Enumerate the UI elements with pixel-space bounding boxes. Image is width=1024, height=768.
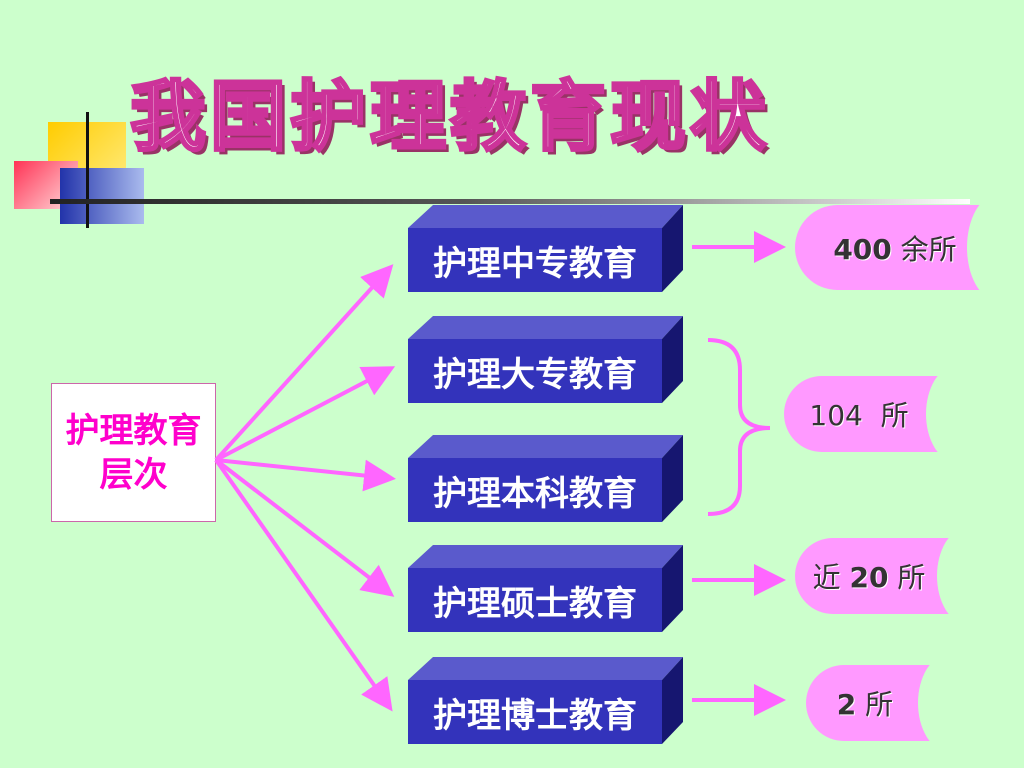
count-1-unit: 余所 xyxy=(891,232,957,266)
level-label-3: 护理本科教育 xyxy=(433,473,637,514)
count-3-prefix: 近 xyxy=(812,561,850,594)
education-level-root-box: 护理教育 层次 xyxy=(51,383,216,522)
level-cube-2: 护理大专教育 xyxy=(408,316,688,403)
count-1-number: 400 xyxy=(833,232,892,266)
level-cube-1: 护理中专教育 xyxy=(408,205,688,292)
level-label-5: 护理博士教育 xyxy=(433,695,637,736)
right-brace xyxy=(707,338,771,516)
arrow-to-level-5 xyxy=(214,458,393,712)
level-cube-4: 护理硕士教育 xyxy=(408,545,688,632)
level-label-4: 护理硕士教育 xyxy=(433,583,637,624)
arrow-to-level-1 xyxy=(214,264,394,462)
arrow-to-level-2 xyxy=(215,366,396,462)
count-badge-2: 104 所 xyxy=(784,376,954,452)
decor-vertical-line xyxy=(86,112,89,228)
count-badge-1: 400 余所 xyxy=(795,205,995,290)
arrow-to-level-3 xyxy=(215,458,396,492)
level-cube-3: 护理本科教育 xyxy=(408,435,688,522)
count-badge-4: 2 所 xyxy=(806,665,946,741)
level-label-2: 护理大专教育 xyxy=(433,354,637,395)
page-title: 我国护理教育现状 xyxy=(129,71,770,163)
count-badge-3: 近 20 所 xyxy=(795,538,965,614)
count-3-number: 20 xyxy=(849,561,889,594)
root-line-2: 层次 xyxy=(99,454,168,495)
level-cube-5: 护理博士教育 xyxy=(408,657,688,744)
title-rule xyxy=(50,199,970,204)
decor-blue-square xyxy=(60,168,144,224)
count-2-text: 104 所 xyxy=(809,399,909,432)
count-4-unit: 所 xyxy=(856,688,894,721)
level-label-1: 护理中专教育 xyxy=(433,243,637,284)
root-line-1: 护理教育 xyxy=(65,410,202,451)
count-4-number: 2 xyxy=(836,688,857,721)
count-3-unit: 所 xyxy=(888,561,926,594)
arrow-to-level-4 xyxy=(214,458,395,597)
